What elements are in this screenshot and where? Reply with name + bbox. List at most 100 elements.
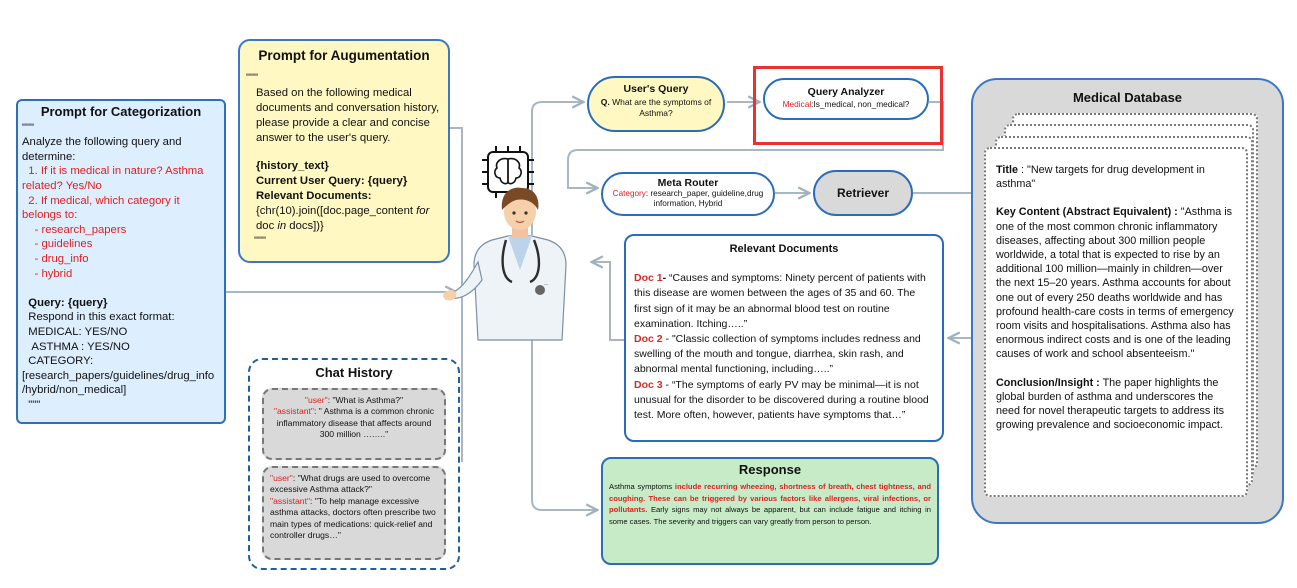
query-analyzer-highlight-frame (753, 66, 943, 145)
db-title-value: : "New targets for drug development in a… (996, 164, 1205, 191)
wire-doctor-to-response (531, 320, 596, 510)
relevant-doc-2-text: "Classic collection of symptoms includes… (634, 333, 921, 376)
wire-analyzer-to-router (567, 101, 944, 188)
chat-history-box: Chat History "user": "What is Asthma?" "… (248, 358, 460, 570)
relevant-doc-3-sep: - (662, 378, 672, 391)
categorization-line: CATEGORY: [research_papers/guidelines/dr… (22, 355, 218, 397)
response-body: Asthma symptoms include recurring wheezi… (609, 481, 931, 527)
relevant-doc-2-label: Doc 2 (634, 333, 663, 346)
aug-quote-open: """ (246, 72, 259, 84)
db-key-row: Key Content (Abstract Equivalent) : "Ast… (996, 205, 1236, 361)
categorization-line: Query: {query} (22, 296, 108, 309)
query-analyzer-label: Medical (782, 99, 812, 109)
relevant-doc-2-sep: - (662, 333, 672, 346)
chat-2-assistant-text: : "To help manage excessive asthma attac… (270, 495, 436, 541)
categorization-line: Respond in this exact format: (22, 311, 175, 324)
categorization-line (22, 281, 220, 296)
meta-router-title: Meta Router (657, 177, 719, 189)
chat-2-assistant-role: assistant (273, 495, 307, 506)
query-analyzer-box: Query Analyzer Medical:Is_medical, non_m… (763, 78, 929, 120)
categorization-line: 1. If it is medical in nature? Asthma re… (22, 165, 207, 192)
response-box: Response Asthma symptoms include recurri… (601, 457, 939, 565)
prompt-categorization-lines: """ Analyze the following query and deter… (22, 121, 220, 413)
meta-router-text: Category: research_paper, guideline,drug… (603, 189, 773, 209)
ai-brain-chip-icon (482, 146, 534, 198)
aug-quote-close: """ (254, 235, 267, 247)
query-analyzer-value: :Is_medical, non_medical? (811, 99, 910, 109)
chat-bubble-1: "user": "What is Asthma?" "assistant": "… (262, 388, 446, 460)
aug-code-c: docs])} (286, 220, 324, 232)
db-title-row: Title : "New targets for drug developmen… (996, 163, 1236, 191)
categorization-line: - hybrid (22, 267, 73, 280)
aug-history: {history_text} (256, 160, 329, 172)
aug-code-a: {chr(10).join([doc.page_content (256, 205, 417, 217)
aug-code-for: for (416, 205, 430, 217)
users-query-box: User's Query Q. What are the symptoms of… (587, 76, 725, 132)
db-key-value: "Asthma is one of the most common chroni… (996, 206, 1234, 361)
chat-history-title: Chat History (315, 365, 393, 380)
db-title-label: Title (996, 164, 1018, 176)
relevant-doc-3-text: “The symptoms of early PV may be minimal… (634, 378, 929, 422)
categorization-line: MEDICAL: YES/NO (22, 325, 128, 338)
chat-2-user-role: user (273, 473, 290, 483)
response-part1: Asthma symptoms (609, 482, 675, 492)
categorization-line: Analyze the following query and determin… (22, 136, 185, 163)
wire-doctor-to-query (531, 102, 582, 235)
categorization-line: 2. If medical, which category it belongs… (22, 194, 183, 222)
meta-router-box: Meta Router Category: research_paper, gu… (601, 172, 775, 216)
categorization-line: """ (22, 121, 35, 134)
prompt-augmentation-box: Prompt for Augumentation """ Based on th… (238, 39, 450, 263)
chat-2-user-text: : "What drugs are used to overcome exces… (270, 473, 431, 495)
relevant-doc-3-label: Doc 3 (634, 378, 663, 391)
db-conclusion-row: Conclusion/Insight : The paper highlight… (996, 376, 1236, 433)
query-analyzer-title: Query Analyzer (807, 86, 885, 98)
aug-current-query: Current User Query: {query} (256, 175, 408, 187)
relevant-documents-title: Relevant Documents (729, 243, 839, 255)
categorization-line: """ (22, 398, 41, 411)
categorization-line: - drug_info (22, 252, 89, 265)
relevant-doc-1-label: Doc 1 (634, 272, 663, 285)
users-query-q-text: What are the symptoms of Asthma? (609, 97, 712, 118)
svg-text:..: .. (544, 280, 548, 287)
chat-1-user-role: user (307, 395, 325, 405)
db-key-label: Key Content (Abstract Equivalent) : (996, 206, 1178, 219)
meta-router-label: Category (612, 189, 646, 198)
query-analyzer-text: Medical:Is_medical, non_medical? (765, 98, 927, 110)
meta-router-value: : research_paper, guideline,drug informa… (645, 189, 764, 208)
aug-code-in: in (277, 220, 287, 232)
relevant-doc-1-text: “Causes and symptoms: Ninety percent of … (634, 272, 926, 330)
response-part2: Early signs may not always be apparent, … (609, 505, 931, 526)
chat-1-assistant-text: : " Asthma is a common chronic inflammat… (276, 406, 435, 440)
db-conclusion-value: The paper highlights the global burden o… (996, 376, 1225, 432)
users-query-title: User's Query (623, 83, 689, 95)
aug-relevant-label: Relevant Documents: (256, 190, 372, 202)
chat-1-user-text: : "What is Asthma?" (327, 395, 404, 405)
db-conclusion-label: Conclusion/Insight : (996, 376, 1100, 389)
relevant-doc-2: Doc 2 - "Classic collection of symptoms … (634, 332, 934, 378)
relevant-doc-1: Doc 1- “Causes and symptoms: Ninety perc… (634, 271, 934, 332)
users-query-q-label: Q. (600, 97, 610, 107)
categorization-line: - guidelines (22, 238, 93, 251)
prompt-augmentation-title: Prompt for Augumentation (258, 48, 430, 63)
response-highlight: include recurring wheezing, shortness of… (609, 482, 932, 515)
medical-database-title: Medical Database (1072, 90, 1183, 105)
relevant-doc-1-sep: - (662, 272, 670, 285)
prompt-categorization-title: Prompt for Categorization (40, 104, 202, 119)
prompt-categorization-box: Prompt for Categorization """ Analyze the… (16, 99, 226, 424)
relevant-documents-box: Relevant Documents Doc 1- “Causes and sy… (624, 234, 944, 442)
database-card-main: Title : "New targets for drug developmen… (984, 147, 1248, 497)
categorization-line: ASTHMA : YES/NO (22, 340, 130, 353)
relevant-doc-3: Doc 3 - “The symptoms of early PV may be… (634, 378, 934, 424)
response-title: Response (738, 462, 802, 477)
retriever-box: Retriever (813, 170, 913, 216)
chat-bubble-2: "user": "What drugs are used to overcome… (262, 466, 446, 560)
aug-intro: Based on the following medical documents… (256, 87, 440, 144)
retriever-title: Retriever (836, 186, 890, 200)
wire-relevant-to-doctor (593, 262, 624, 341)
categorization-line: - research_papers (22, 223, 127, 236)
doctor-illustration: .. (443, 146, 567, 341)
chat-1-assistant-role: assistant (277, 406, 311, 417)
aug-code: {chr(10).join([doc.page_content for doc … (246, 204, 442, 234)
wire-augmentation-to-doctor (450, 127, 463, 292)
